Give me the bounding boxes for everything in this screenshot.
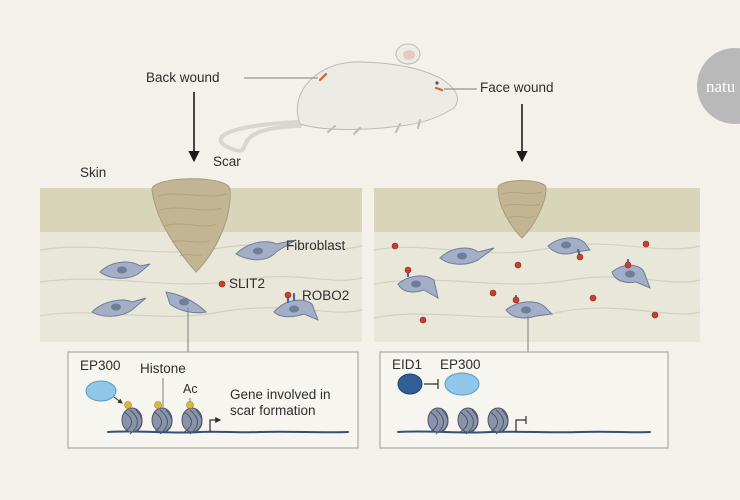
slit2-ligand xyxy=(489,289,497,297)
logo-text: natu xyxy=(706,77,736,96)
robo2-label: ROBO2 xyxy=(302,288,349,303)
fibroblast-cell xyxy=(439,247,495,265)
nucleosome-icon xyxy=(121,407,143,435)
fibroblast-cell xyxy=(165,291,208,314)
fibroblast-with-robo2 xyxy=(273,291,319,321)
ac-label: Ac xyxy=(183,382,198,396)
nucleosome-icon xyxy=(151,407,173,435)
back-wound-mark xyxy=(318,72,328,82)
scar-label: Scar xyxy=(213,154,241,169)
fibroblast-cell xyxy=(91,297,147,317)
nucleosome-icon xyxy=(427,407,449,435)
slit2-ligand xyxy=(651,311,659,319)
fibroblast-cell xyxy=(99,261,151,279)
right-molecular-inset xyxy=(379,351,669,449)
slit2-ligand xyxy=(419,316,427,324)
slit2-ligand xyxy=(218,280,226,288)
slit2-ligand xyxy=(589,294,597,302)
histone-label: Histone xyxy=(140,361,186,376)
fibroblast-label: Fibroblast xyxy=(286,238,346,253)
ep300-left-label: EP300 xyxy=(80,358,121,373)
mouse-icon xyxy=(218,43,458,153)
fibroblast-with-robo2 xyxy=(611,258,651,289)
left-molecular-inset xyxy=(67,351,359,449)
fibroblast-with-robo2 xyxy=(397,266,439,299)
acetyl-group xyxy=(124,401,132,409)
fibroblast-icon xyxy=(235,239,297,261)
back-skin-panel xyxy=(39,178,363,342)
nucleosome-icon xyxy=(487,407,509,435)
slit2-ligand xyxy=(642,240,650,248)
small-scar xyxy=(497,180,547,239)
gene-label-line1: Gene involved in xyxy=(230,387,331,402)
fibroblast-with-robo2 xyxy=(547,237,591,261)
transcription-arrow-icon xyxy=(209,417,222,432)
large-scar xyxy=(151,178,231,273)
slit2-ligand xyxy=(514,261,522,269)
blocked-transcription-icon xyxy=(515,416,527,432)
skin-label: Skin xyxy=(80,165,106,180)
eid1-protein xyxy=(397,373,423,395)
acetyl-group xyxy=(186,401,194,409)
acetyl-group xyxy=(154,401,162,409)
eid1-label: EID1 xyxy=(392,357,422,372)
inhibition-icon xyxy=(424,379,439,389)
nature-logo: natu xyxy=(697,48,740,124)
slit2-label: SLIT2 xyxy=(229,276,265,291)
gene-label-line2: scar formation xyxy=(230,403,316,418)
fibroblast-with-robo2 xyxy=(505,294,554,319)
ep300-protein xyxy=(85,380,117,402)
ep300-right-label: EP300 xyxy=(440,357,481,372)
face-skin-panel xyxy=(373,180,701,342)
face-wound-mark xyxy=(434,86,444,92)
face-wound-label: Face wound xyxy=(480,80,554,95)
back-wound-label: Back wound xyxy=(146,70,220,85)
nucleosome-icon xyxy=(457,407,479,435)
slit2-ligand xyxy=(391,242,399,250)
ep300-protein xyxy=(444,372,480,396)
